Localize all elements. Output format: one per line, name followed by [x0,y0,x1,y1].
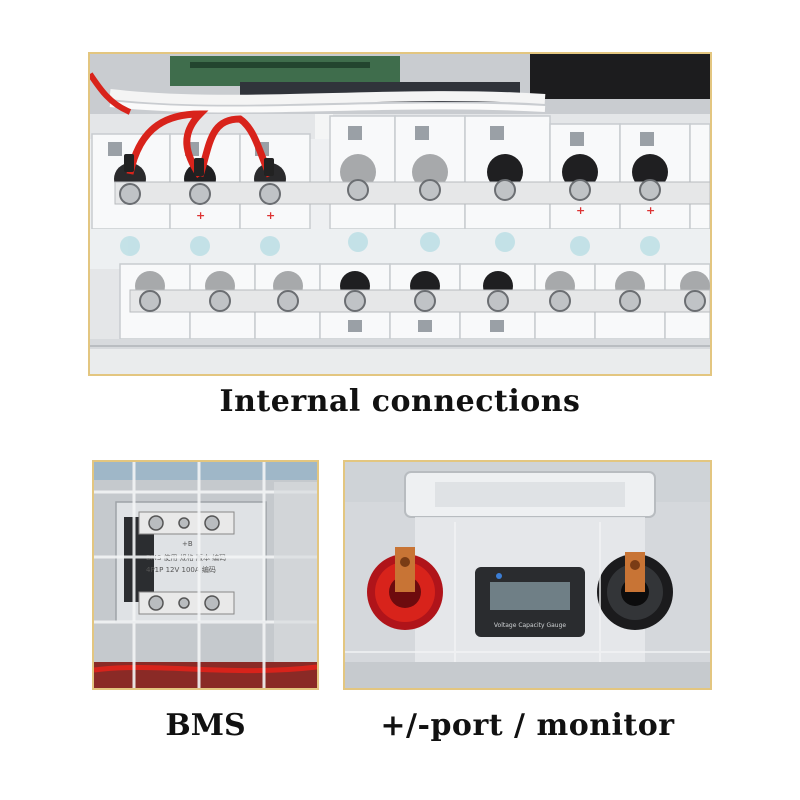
svg-text:+: + [196,209,205,222]
caption-internal-connections: Internal connections [219,384,581,419]
caption-port-monitor: +/-port / monitor [380,708,675,743]
internal-connections-photo: + + + + [88,52,712,376]
bms-label-line-3: 4P1P 12V 100A 编码 [146,565,216,574]
svg-text:+: + [646,204,655,217]
caption-bms: BMS [165,708,246,743]
bms-label-line-1: +B [182,540,193,548]
svg-text:+: + [576,204,585,217]
svg-text:+: + [266,209,275,222]
bms-photo: +B BMS 使用 规格 版本 编码 4P1P 12V 100A 编码 [92,460,319,690]
port-monitor-photo: Voltage Capacity Gauge [343,460,712,690]
meter-caption: Voltage Capacity Gauge [494,622,566,629]
